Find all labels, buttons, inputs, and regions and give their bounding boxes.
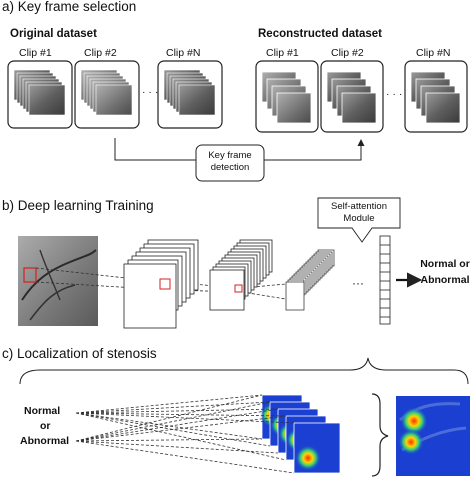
angiogram-input-image [18,236,98,326]
reconstructed-clip-2-label: Clip #2 [331,47,364,59]
input-roi-box [23,267,37,283]
original-clip-1-group [7,60,73,129]
reconstructed-clip-n-frame [404,60,468,133]
key-frame-detection-label: Key frame detection [208,150,252,173]
localization-fan-lines [75,394,295,474]
section-c-brace [19,357,469,385]
original-clip-n-group [157,60,223,129]
reconstructed-clip-2-frame [320,60,384,133]
feature-map-stack-1 [123,239,199,329]
original-to-detection-line [114,138,196,161]
original-clip-1-frame [7,60,73,129]
reconstructed-ellipsis: · · · [386,88,403,100]
output-normal-label: Normal [24,405,61,417]
detection-to-reconstructed-arrow [264,139,365,161]
feature-map-stack-2 [209,239,273,311]
original-clip-n-label: Clip #N [166,47,201,59]
classification-output-label: Normal or Abnormal [420,258,470,286]
output-abnormal-label: Abnormal [20,435,70,447]
reconstructed-clip-2-group [320,60,384,133]
feature-vector-column [379,235,391,325]
reconstructed-dataset-label: Reconstructed dataset [258,28,382,40]
original-clip-2-stack [80,69,133,116]
original-dataset-label: Original dataset [10,28,97,40]
original-clip-2-frame [74,60,140,129]
layers-ellipsis: ··· [352,276,364,290]
original-clip-1-label: Clip #1 [19,47,52,59]
key-frame-flow-lines [114,138,365,161]
self-attention-label: Self-attention Module [331,201,387,224]
self-attention-callout-shape [317,197,401,243]
original-clip-2-group [74,60,140,129]
section-b-title: b) Deep learning Training [2,198,154,213]
reconstructed-clip-1-group [255,60,319,133]
output-or-label: or [40,420,51,432]
feature-map-stack-3 [285,249,335,311]
original-clip-n-stack [163,69,216,116]
reconstructed-clip-1-stack [261,71,312,124]
section-a-title: a) Key frame selection [2,0,137,14]
original-clip-1-stack [13,69,66,116]
self-attention-callout [317,197,401,243]
original-clip-2-label: Clip #2 [84,47,117,59]
original-ellipsis: · · · [142,86,159,98]
original-clip-n-frame [157,60,223,129]
reconstructed-clip-1-frame [255,60,319,133]
heatmap-stack [260,394,341,474]
section-c-title: c) Localization of stenosis [2,346,157,361]
reconstructed-clip-1-label: Clip #1 [266,47,299,59]
reconstructed-clip-2-stack [326,71,377,124]
feature-roi-box-2 [234,284,243,293]
reconstructed-clip-n-group [404,60,468,133]
reconstructed-clip-n-label: Clip #N [416,47,451,59]
feature-roi-box-1 [159,278,171,290]
reconstructed-clip-n-stack [410,71,461,124]
aggregation-brace [371,393,389,477]
aggregated-heatmap [396,396,470,476]
key-frame-detection-box [195,144,265,182]
